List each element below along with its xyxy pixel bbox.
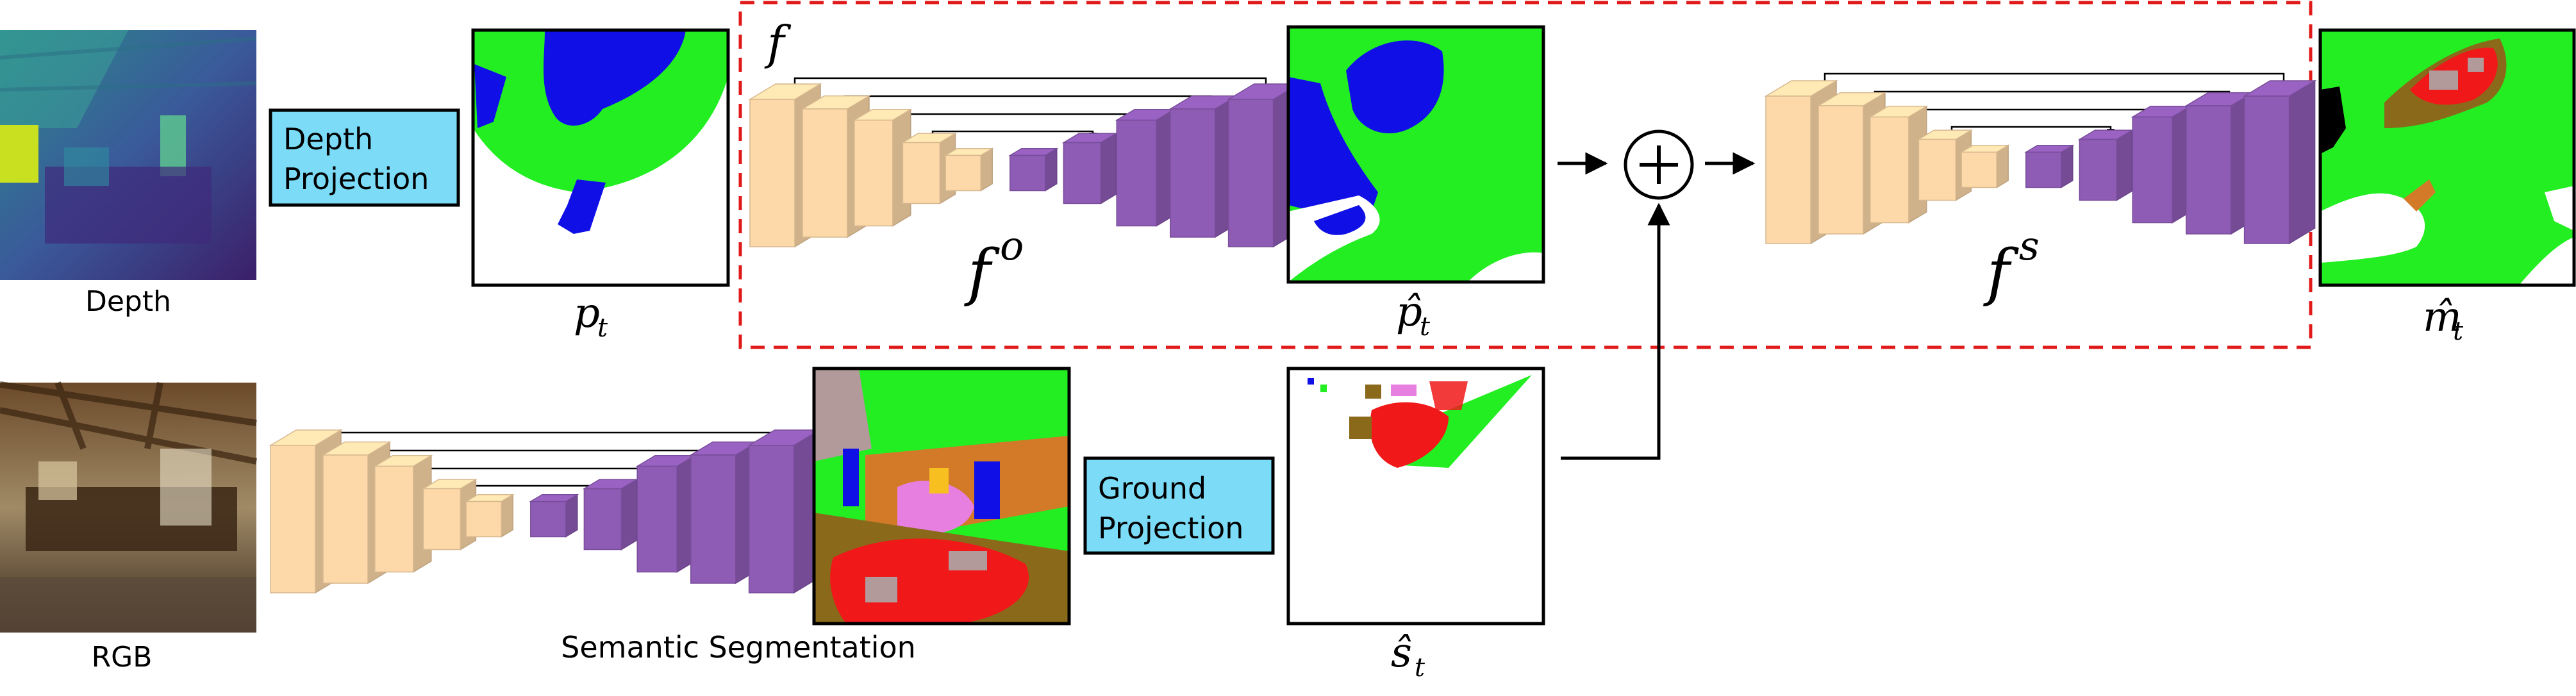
- svg-text:ŝ: ŝ: [1391, 629, 1412, 677]
- net-fo-blocks-layer-9: [1168, 95, 1239, 238]
- net-fs-blocks-layer-8: [2131, 105, 2192, 224]
- p-hat-map: [1286, 25, 1545, 284]
- net-fs-blocks-layer-6: [2024, 144, 2075, 188]
- svg-text:t: t: [597, 313, 608, 343]
- net-fo-blocks-layer-8: [1115, 108, 1176, 227]
- net-fs-blocks-layer-5: [1959, 144, 2010, 188]
- network-f-s: [1764, 72, 2317, 245]
- svg-text:f: f: [964, 236, 1000, 308]
- net-seg-blocks-layer-10: [747, 429, 822, 594]
- ground-projection-line1: Ground: [1098, 471, 1206, 506]
- semantic-segmentation-map: [812, 367, 1071, 626]
- module-f-label: f: [764, 16, 792, 70]
- depth-projection-box: Depth Projection: [269, 108, 460, 207]
- net-fs-blocks-layer-3: [1868, 105, 1929, 224]
- net-fs-blocks-layer-9: [2184, 92, 2255, 235]
- network-f-s-label: f s: [1983, 222, 2040, 308]
- p-t-label: p t: [574, 290, 608, 343]
- svg-text:s: s: [2019, 222, 2040, 269]
- net-fo-blocks-layer-3: [852, 108, 913, 227]
- svg-text:p: p: [574, 290, 600, 337]
- network-f-o-label: f o: [964, 222, 1024, 308]
- p-t-map: [471, 28, 730, 287]
- svg-text:t: t: [1420, 312, 1431, 342]
- depth-label: Depth: [85, 285, 171, 318]
- depth-projection-line1: Depth: [283, 122, 373, 156]
- arrow-s-hat-to-plus: [1561, 203, 1670, 460]
- ground-projection-line2: Projection: [1098, 511, 1243, 545]
- net-fo-blocks-layer-7: [1061, 132, 1118, 204]
- semantic-segmentation-label: Semantic Segmentation: [561, 630, 916, 665]
- net-seg-blocks-layer-3: [373, 454, 433, 573]
- m-hat-map: [2318, 28, 2576, 287]
- depth-projection-line2: Projection: [283, 162, 429, 196]
- net-fs-blocks-layer-10: [2242, 79, 2317, 245]
- segmentation-network: [269, 429, 822, 594]
- rgb-image: [0, 381, 257, 633]
- ground-projection-box: Ground Projection: [1083, 456, 1275, 555]
- svg-text:o: o: [1000, 222, 1024, 269]
- s-hat-label: ŝ t: [1391, 629, 1425, 683]
- svg-text:t: t: [1415, 653, 1425, 683]
- net-fs-blocks-layer-7: [2077, 129, 2134, 201]
- net-fo-blocks-layer-6: [1008, 147, 1059, 192]
- net-seg-blocks-layer-6: [529, 493, 579, 538]
- rgb-label: RGB: [92, 641, 153, 674]
- net-seg-blocks-layer-5: [464, 493, 515, 538]
- network-f-o: [748, 77, 1301, 248]
- net-seg-blocks-layer-9: [689, 441, 760, 584]
- net-seg-blocks-layer-7: [582, 478, 639, 551]
- depth-image: [0, 30, 257, 280]
- svg-text:f: f: [1983, 236, 2019, 308]
- s-hat-map: [1286, 367, 1545, 626]
- p-hat-label: p̂ t: [1396, 288, 1431, 342]
- net-fo-blocks-layer-5: [943, 147, 994, 192]
- svg-text:t: t: [2453, 317, 2464, 346]
- circled-plus-icon: [1624, 129, 1694, 200]
- svg-text:p̂: p̂: [1396, 288, 1422, 336]
- svg-text:m̂: m̂: [2423, 294, 2462, 341]
- net-seg-blocks-layer-8: [635, 454, 697, 573]
- m-hat-label: m̂ t: [2423, 294, 2464, 346]
